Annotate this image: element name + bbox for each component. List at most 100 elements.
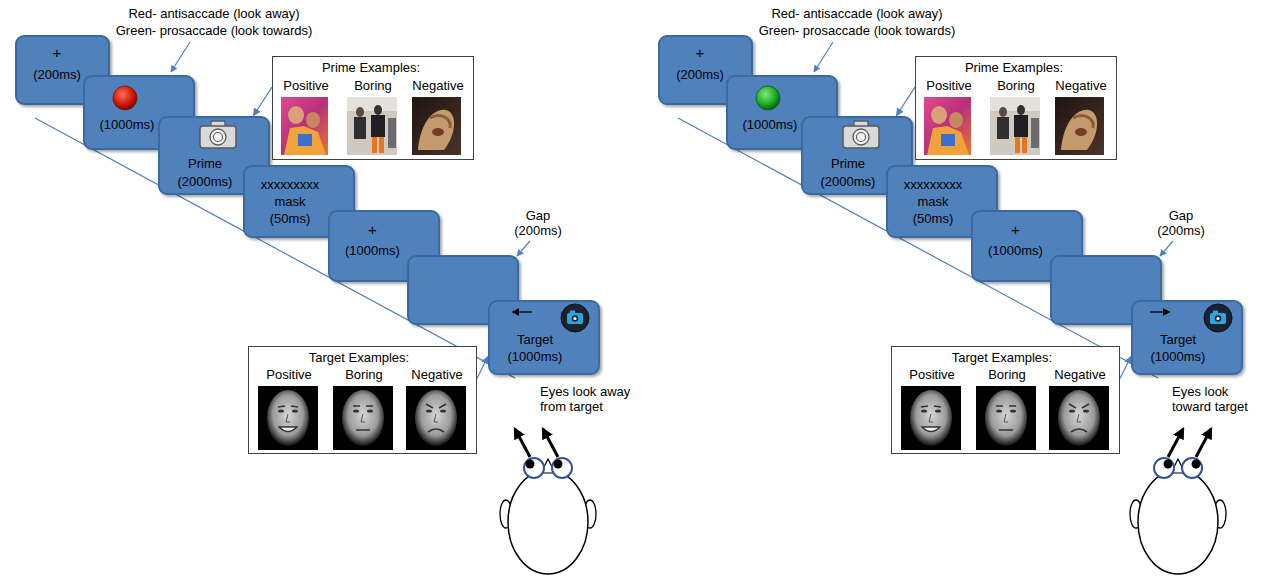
screen-text: (1000ms) (508, 349, 563, 364)
face-positive-part (286, 414, 290, 422)
prime-photo-boring-part (374, 105, 382, 115)
green-cue (756, 86, 780, 110)
prime-photo-positive-part (298, 134, 312, 146)
pupil (1192, 460, 1201, 469)
camera-target-icon-part (573, 317, 576, 320)
example-text: Negative (411, 367, 462, 382)
example-text: Boring (988, 367, 1026, 382)
screen-text: Target (1160, 332, 1196, 347)
example-text: Target Examples: (952, 350, 1052, 365)
example-text: Boring (345, 367, 383, 382)
face-positive (258, 386, 318, 450)
prime-photo-negative-part (412, 97, 461, 155)
screen-text: (50ms) (913, 211, 953, 226)
screen-text: Target (517, 332, 553, 347)
head-figure (1130, 458, 1226, 574)
screen-text: mask (917, 194, 948, 209)
panel-illustration (814, 42, 1232, 450)
face-positive-part (278, 406, 298, 407)
screen-text: + (368, 222, 377, 237)
prime-photo-positive-part (288, 106, 304, 124)
face-boring-part (356, 429, 370, 431)
gaze-arrow (1168, 429, 1183, 457)
face-negative-part (406, 386, 466, 450)
prime-photo-boring-part (379, 137, 384, 153)
face-boring-part (342, 390, 384, 446)
screen-text: xxxxxxxxx (261, 177, 320, 192)
pupil (526, 460, 535, 469)
head-figure-part (552, 458, 572, 478)
pupil (1164, 460, 1173, 469)
screen-text: (2000ms) (178, 174, 233, 189)
annotation-label: Red- antisaccade (look away) (128, 6, 299, 21)
face-boring-part (353, 409, 359, 412)
connector-arrow (253, 87, 272, 116)
gaze-arrow (1196, 429, 1211, 457)
annotation-label: Gap (200ms) (1151, 208, 1211, 238)
prime-photo-boring-part (388, 118, 396, 148)
example-text: Positive (909, 367, 955, 382)
gaze-arrow (543, 429, 558, 457)
face-boring (333, 386, 393, 450)
example-text: Target Examples: (309, 350, 409, 365)
screen-text: Prime (188, 156, 222, 171)
annotation-label: Green- prosaccade (look towards) (759, 23, 956, 38)
camera-icon (200, 121, 236, 148)
screen-text: (1000ms) (988, 243, 1043, 258)
face-boring-part (353, 405, 373, 407)
screen-text: xxxxxxxxx (904, 177, 963, 192)
prime-photo-boring-part (347, 97, 397, 155)
example-text: Boring (997, 78, 1035, 93)
face-positive-part (292, 409, 298, 412)
face-boring-part (367, 409, 373, 412)
example-text: Prime Examples: (965, 60, 1063, 75)
camera-icon-part (214, 133, 223, 142)
prime-photo-boring-part (347, 97, 397, 111)
face-negative (406, 386, 466, 450)
example-text: Positive (283, 78, 329, 93)
head-figure-part (508, 470, 588, 574)
annotation-label: Gap (200ms) (508, 208, 568, 238)
direction-arrow (513, 311, 532, 312)
head-figure (500, 458, 596, 574)
screen-text: (50ms) (270, 211, 310, 226)
connector-arrow (896, 87, 915, 116)
gaze-arrow (515, 429, 530, 457)
prime-photo-negative-part (432, 128, 444, 136)
prime-photo-positive-part (284, 126, 326, 155)
screen-text: (2000ms) (821, 174, 876, 189)
screen-text: (1000ms) (100, 117, 155, 132)
red-cue (113, 86, 137, 110)
face-positive-part (279, 427, 297, 432)
screen-text: + (1011, 222, 1020, 237)
screen-text: Prime (831, 156, 865, 171)
example-text: Positive (926, 78, 972, 93)
prime-photo-negative (412, 97, 461, 155)
screen-text: (1000ms) (1151, 349, 1206, 364)
camera-icon-part (210, 129, 226, 145)
face-negative-part (426, 409, 432, 412)
pupil (554, 460, 563, 469)
prime-photo-positive-part (306, 112, 320, 128)
screen-text: (200ms) (676, 67, 724, 82)
screen-text: + (53, 45, 62, 60)
screen-text: + (696, 45, 705, 60)
face-positive-part (258, 386, 318, 450)
example-text: Prime Examples: (322, 60, 420, 75)
face-boring-part (333, 386, 393, 450)
face-positive-part (278, 409, 284, 412)
example-text: Negative (1054, 367, 1105, 382)
annotation-label: Green- prosaccade (look towards) (116, 23, 313, 38)
face-negative-part (440, 409, 446, 412)
prime-photo-boring-part (354, 117, 366, 139)
camera-target-icon (561, 304, 589, 332)
example-text: Negative (1055, 78, 1106, 93)
direction-arrow (1150, 311, 1169, 312)
prime-photo-positive (281, 97, 328, 155)
prime-photo-boring (347, 97, 397, 155)
panel-illustration (171, 42, 589, 450)
head-figure-part (524, 458, 544, 478)
camera-target-icon-part (572, 315, 579, 322)
face-negative-part (428, 429, 444, 432)
